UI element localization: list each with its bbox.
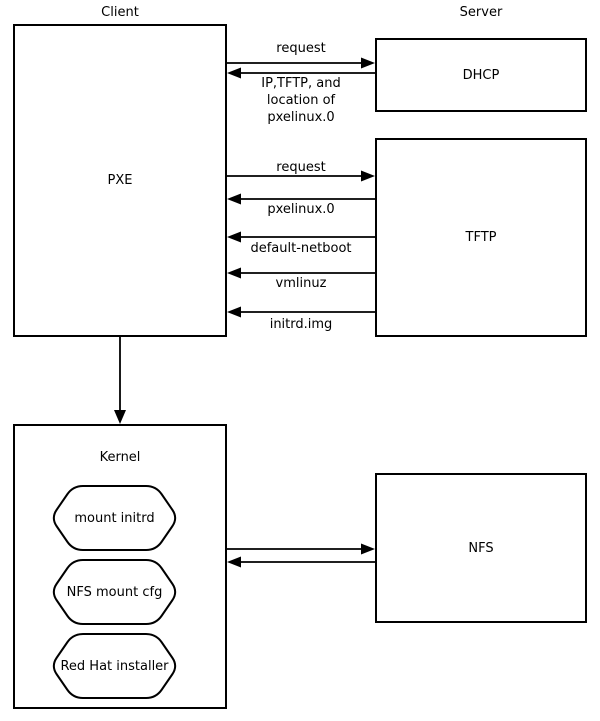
arrow-pxe-to-kernel	[114, 337, 126, 424]
column-header-client: Client	[101, 5, 139, 20]
kernel-step-label: mount initrd	[74, 510, 155, 526]
node-nfs-label: NFS	[468, 540, 494, 556]
node-pxe-label: PXE	[107, 173, 133, 188]
edge-label-dhcp-request: request	[276, 41, 326, 56]
hexagon-shape	[52, 485, 177, 551]
edge-label-tftp-pxelinux: pxelinux.0	[267, 202, 335, 217]
kernel-step-red-hat-installer: Red Hat installer	[49, 632, 180, 700]
kernel-step-nfs-mount-cfg: NFS mount cfg	[49, 558, 180, 626]
edge-label-dhcp-reply-line1: IP,TFTP, and	[261, 76, 341, 91]
arrow-nfs-to-kernel	[227, 556, 375, 568]
hexagon-shape	[52, 559, 177, 625]
node-tftp-label: TFTP	[465, 230, 497, 245]
edge-label-tftp-initrd: initrd.img	[269, 317, 333, 332]
edge-label-dhcp-reply-line2: location of	[266, 93, 336, 108]
hexagon-shape	[52, 633, 177, 699]
node-tftp: TFTP	[375, 138, 587, 337]
edge-label-tftp-vmlinuz: vmlinuz	[275, 276, 327, 291]
edge-label-dhcp-reply: IP,TFTP, and location of pxelinux.0	[227, 75, 375, 126]
column-header-server: Server	[459, 5, 503, 20]
arrow-tftp-to-pxe-initrd	[227, 306, 375, 318]
edge-label-tftp-default-netboot: default-netboot	[250, 241, 352, 256]
node-nfs: NFS	[375, 473, 587, 623]
kernel-step-label: Red Hat installer	[60, 658, 169, 674]
node-kernel-label: Kernel	[99, 450, 141, 465]
kernel-step-mount-initrd: mount initrd	[49, 484, 180, 552]
node-pxe: PXE	[13, 24, 227, 337]
node-dhcp-label: DHCP	[462, 67, 500, 83]
arrow-kernel-to-nfs	[227, 543, 375, 555]
edge-label-tftp-request: request	[276, 160, 326, 175]
node-dhcp: DHCP	[375, 38, 587, 112]
arrow-pxe-to-dhcp-request	[227, 57, 375, 69]
edge-label-dhcp-reply-line3: pxelinux.0	[267, 110, 335, 125]
kernel-step-label: NFS mount cfg	[66, 584, 163, 600]
